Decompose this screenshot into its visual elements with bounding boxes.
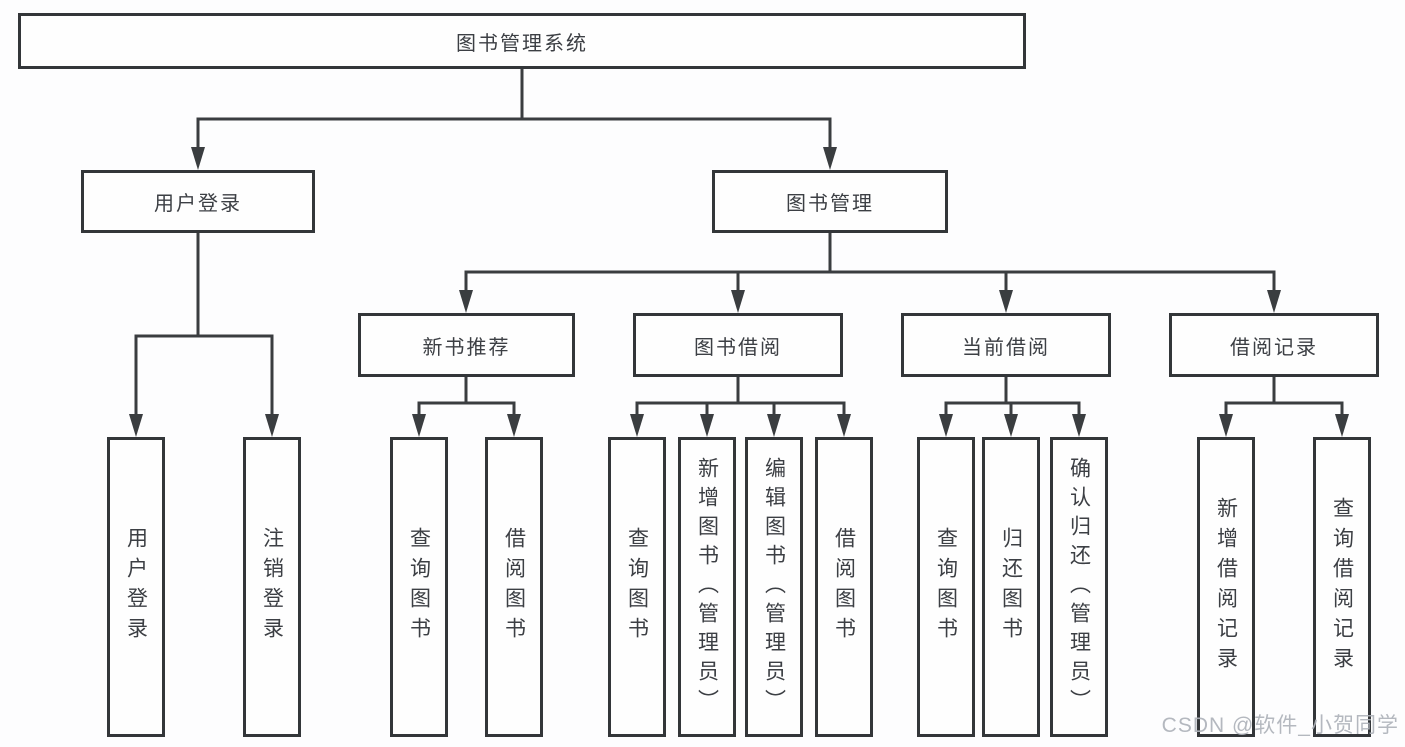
leaf-borrow-books-recommend: 借阅图书 (485, 437, 543, 737)
leaf-return-books: 归还图书 (982, 437, 1040, 737)
leaf-user-login: 用户登录 (107, 437, 165, 737)
leaf-query-books-current: 查询图书 (917, 437, 975, 737)
leaf-logout: 注销登录 (243, 437, 301, 737)
connector-current-borrow-to-leaves (939, 377, 1086, 437)
connector-user-login-to-leaves (129, 233, 279, 437)
leaf-query-books-current-label: 查询图书 (934, 527, 958, 647)
node-root-label: 图书管理系统 (456, 32, 588, 55)
leaf-edit-books-admin-label: 编辑图书（管理员） (762, 456, 786, 718)
leaf-borrow-books-recommend-label: 借阅图书 (502, 527, 526, 647)
leaf-query-books-recommend: 查询图书 (390, 437, 448, 737)
leaf-logout-label: 注销登录 (260, 527, 284, 647)
node-book-management-label: 图书管理 (786, 193, 874, 215)
leaf-query-books-borrow-label: 查询图书 (625, 527, 649, 647)
leaf-query-books-recommend-label: 查询图书 (407, 527, 431, 647)
node-book-borrow-label: 图书借阅 (694, 336, 782, 359)
leaf-query-borrow-record-label: 查询借阅记录 (1330, 497, 1354, 677)
node-root-library-management-system: 图书管理系统 (18, 13, 1026, 69)
node-borrow-records-label: 借阅记录 (1230, 336, 1318, 359)
node-new-book-recommend: 新书推荐 (358, 313, 575, 377)
leaf-borrow-books-borrow: 借阅图书 (815, 437, 873, 737)
connector-borrow-records-to-leaves (1219, 377, 1349, 437)
leaf-add-borrow-record: 新增借阅记录 (1197, 437, 1255, 737)
leaf-query-books-borrow: 查询图书 (608, 437, 666, 737)
leaf-confirm-return-admin-label: 确认归还（管理员） (1067, 456, 1091, 718)
leaf-borrow-books-borrow-label: 借阅图书 (832, 527, 856, 647)
connector-new-book-recommend-to-leaves (412, 377, 521, 437)
node-new-book-recommend-label: 新书推荐 (422, 336, 511, 359)
node-book-borrow: 图书借阅 (633, 313, 843, 377)
node-user-login: 用户登录 (81, 170, 315, 233)
leaf-add-borrow-record-label: 新增借阅记录 (1214, 497, 1238, 677)
leaf-edit-books-admin: 编辑图书（管理员） (745, 437, 803, 737)
leaf-query-borrow-record: 查询借阅记录 (1313, 437, 1371, 737)
node-current-borrow-label: 当前借阅 (962, 336, 1050, 359)
node-borrow-records: 借阅记录 (1169, 313, 1379, 377)
leaf-confirm-return-admin: 确认归还（管理员） (1050, 437, 1108, 737)
node-user-login-label: 用户登录 (154, 193, 242, 215)
node-current-borrow: 当前借阅 (901, 313, 1111, 377)
leaf-add-books-admin: 新增图书（管理员） (678, 437, 736, 737)
leaf-user-login-label: 用户登录 (124, 527, 148, 647)
csdn-watermark: CSDN @软件_小贺同学 (1161, 714, 1399, 737)
node-book-management: 图书管理 (712, 170, 948, 233)
leaf-add-books-admin-label: 新增图书（管理员） (695, 456, 719, 718)
connector-book-management-to-level3 (459, 233, 1281, 313)
connector-root-to-level2 (191, 69, 837, 170)
connector-book-borrow-to-leaves (630, 377, 851, 437)
leaf-return-books-label: 归还图书 (999, 527, 1023, 647)
